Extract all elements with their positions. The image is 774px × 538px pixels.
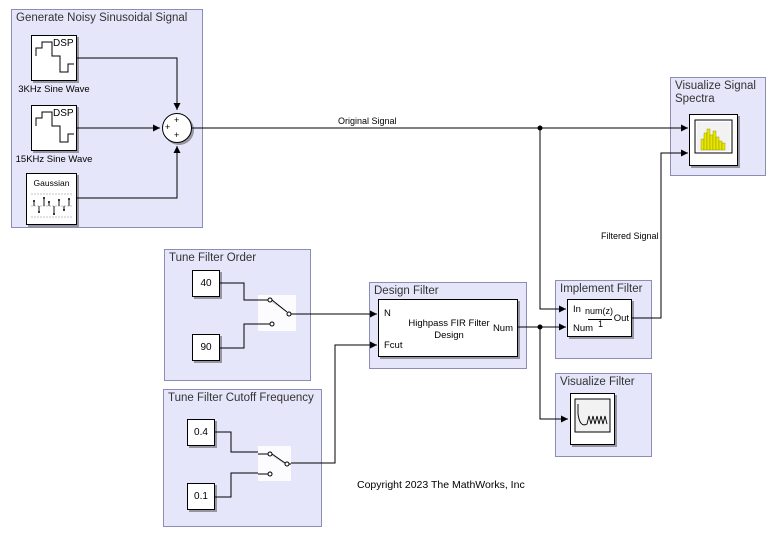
port-in: In: [573, 304, 581, 315]
gaussian-title: Gaussian: [33, 178, 70, 188]
random-noise-icon: [31, 193, 73, 218]
dsp-sine-icon: [35, 41, 74, 73]
order-constant-40[interactable]: 40: [192, 270, 220, 297]
area-title: Tune Filter Order: [169, 252, 257, 264]
copyright-text: Copyright 2023 The MathWorks, Inc: [357, 479, 525, 491]
spectrum-analyzer-block[interactable]: [689, 114, 738, 166]
area-title: Visualize Filter: [560, 376, 635, 388]
sine-wave-3khz-label: 3KHz Sine Wave: [18, 84, 90, 95]
port-n: N: [384, 308, 391, 319]
constant-value: 0.4: [194, 427, 208, 438]
area-title: Visualize Signal Spectra: [675, 80, 756, 105]
order-constant-90[interactable]: 90: [192, 334, 220, 361]
gaussian-noise-block[interactable]: Gaussian: [26, 173, 77, 225]
cutoff-switch[interactable]: [258, 446, 291, 481]
area-title: Design Filter: [374, 285, 439, 297]
sine-wave-15khz-label: 15KHz Sine Wave: [15, 154, 93, 165]
port-num-out: Num: [492, 323, 513, 334]
area-title: Tune Filter Cutoff Frequency: [168, 392, 314, 404]
fraction-bar: [588, 319, 612, 320]
filter-visualizer-block[interactable]: [570, 393, 615, 445]
sum-sign-top: +: [174, 115, 180, 125]
sum-block[interactable]: + + +: [162, 113, 192, 143]
port-fcut: Fcut: [384, 340, 403, 351]
highpass-fir-design-block[interactable]: N Fcut Num Highpass FIR Filter Design: [378, 299, 518, 357]
constant-value: 0.1: [194, 491, 208, 502]
order-switch[interactable]: [258, 295, 296, 331]
sum-sign-bottom: +: [174, 130, 180, 140]
port-num: Num: [573, 323, 594, 334]
sine-wave-15khz-block[interactable]: DSP: [31, 105, 77, 151]
discrete-fir-filter-block[interactable]: In Num Out num(z) 1: [567, 299, 632, 337]
dsp-sine-icon: [35, 111, 74, 143]
dsp-badge: DSP: [53, 108, 74, 119]
transfer-numerator: num(z): [585, 306, 614, 316]
design-text-line1: Highpass FIR Filter: [408, 318, 490, 329]
frequency-response-icon: [574, 398, 611, 433]
dsp-badge: DSP: [53, 38, 74, 49]
design-text-line2: Design: [434, 330, 464, 341]
sum-sign-left: +: [165, 122, 171, 132]
constant-value: 90: [200, 342, 212, 353]
cutoff-constant-0-4[interactable]: 0.4: [187, 419, 215, 446]
original-signal-label: Original Signal: [338, 116, 397, 126]
area-title: Generate Noisy Sinusoidal Signal: [16, 12, 188, 24]
filtered-signal-label: Filtered Signal: [601, 231, 659, 241]
cutoff-constant-0-1[interactable]: 0.1: [187, 483, 215, 510]
area-title: Implement Filter: [560, 283, 643, 295]
port-out: Out: [613, 313, 629, 324]
sine-wave-3khz-block[interactable]: DSP: [31, 35, 77, 81]
transfer-denominator: 1: [598, 319, 604, 329]
constant-value: 40: [200, 278, 212, 289]
spectrum-icon: [694, 119, 733, 154]
